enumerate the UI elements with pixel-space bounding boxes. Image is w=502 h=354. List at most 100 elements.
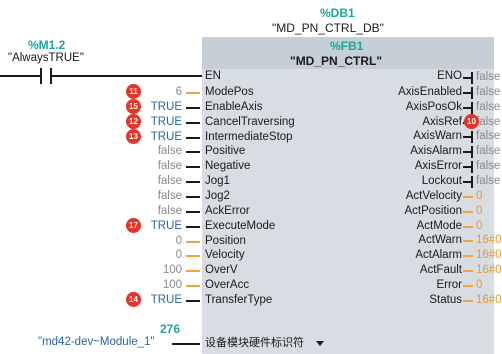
hw-id-tag[interactable]: "md42-dev~Module_1"	[38, 336, 155, 348]
step-badge: 15	[126, 99, 141, 114]
function-block[interactable]	[202, 37, 494, 354]
output-coil-tick	[471, 87, 473, 99]
input-value[interactable]: 100	[162, 279, 182, 291]
function-block-header	[202, 37, 494, 69]
input-pin-label: IntermediateStop	[205, 131, 293, 143]
en-rung-wire-right	[52, 75, 202, 77]
input-value[interactable]: false	[157, 160, 182, 172]
input-value[interactable]: 0	[175, 235, 182, 247]
output-wire	[463, 211, 473, 213]
output-wire	[463, 151, 472, 153]
input-wire	[186, 107, 200, 109]
output-pin-label: ActAlarm	[415, 249, 462, 261]
output-pin-label: ActFault	[419, 264, 462, 276]
input-pin-label: AckError	[205, 205, 250, 217]
input-value[interactable]: 100	[162, 264, 182, 276]
input-pin-label: TransferType	[205, 294, 273, 306]
output-pin-label: AxisError	[414, 160, 462, 172]
hw-id-value[interactable]: 276	[160, 322, 181, 336]
input-value[interactable]: 6	[175, 86, 182, 98]
input-pin-label: Jog2	[205, 190, 230, 202]
en-rung-wire-left	[0, 75, 40, 77]
output-wire	[463, 300, 473, 302]
output-wire	[463, 166, 472, 168]
input-pin-label: Position	[205, 235, 246, 247]
input-wire	[186, 300, 200, 302]
output-pin-label: Error	[436, 279, 462, 291]
input-value[interactable]: false	[157, 190, 182, 202]
output-value[interactable]: false	[476, 160, 501, 172]
output-pin-label: ActWarn	[418, 234, 462, 246]
output-wire	[463, 255, 473, 257]
input-wire	[186, 241, 200, 243]
input-wire	[186, 285, 200, 287]
input-value[interactable]: TRUE	[150, 101, 182, 113]
output-value[interactable]: 0	[476, 205, 483, 217]
input-wire	[186, 92, 200, 94]
output-value[interactable]: 0	[476, 190, 483, 202]
output-value[interactable]: false	[476, 145, 501, 157]
output-value[interactable]: 0	[476, 279, 483, 291]
output-value[interactable]: false	[476, 71, 501, 83]
step-badge: 14	[126, 292, 141, 307]
output-wire	[463, 136, 472, 138]
input-wire	[186, 226, 200, 228]
input-pin-label: CancelTraversing	[205, 116, 295, 128]
output-pin-label: ActPosition	[404, 205, 462, 217]
output-value[interactable]: 16#0	[476, 249, 502, 261]
output-value[interactable]: false	[476, 101, 501, 113]
block-address: %FB1	[330, 39, 364, 53]
step-badge: 13	[126, 129, 141, 144]
output-pin-label: ActVelocity	[405, 190, 462, 202]
contact-address: %M1.2	[28, 38, 66, 52]
output-value[interactable]: false	[476, 116, 501, 128]
output-pin-label: ActMode	[416, 220, 462, 232]
output-value[interactable]: false	[476, 175, 501, 187]
input-wire	[186, 166, 200, 168]
output-wire	[463, 270, 473, 272]
eno-pin-label: ENO	[437, 70, 462, 82]
output-wire	[463, 240, 473, 242]
en-pin-label: EN	[205, 70, 221, 82]
input-wire	[186, 122, 200, 124]
output-wire	[463, 77, 472, 79]
dropdown-arrow-icon[interactable]	[316, 341, 324, 346]
output-wire	[463, 196, 473, 198]
input-wire	[186, 137, 200, 139]
input-value[interactable]: TRUE	[150, 131, 182, 143]
block-name[interactable]: "MD_PN_CTRL"	[290, 54, 383, 68]
output-value[interactable]: 16#0	[476, 264, 502, 276]
output-coil-tick	[471, 102, 473, 114]
output-wire	[463, 226, 473, 228]
output-coil-tick	[471, 146, 473, 158]
output-pin-label: AxisEnabled	[398, 86, 462, 98]
output-value[interactable]: false	[476, 130, 501, 142]
output-coil-tick	[471, 72, 473, 84]
input-wire	[186, 196, 200, 198]
input-value[interactable]: TRUE	[150, 116, 182, 128]
step-badge: 11	[126, 84, 141, 99]
step-badge: 17	[126, 218, 141, 233]
input-value[interactable]: false	[157, 145, 182, 157]
input-value[interactable]: 0	[175, 249, 182, 261]
input-pin-label: OverAcc	[205, 279, 250, 291]
contact-name[interactable]: "AlwaysTRUE"	[8, 52, 84, 64]
input-value[interactable]: false	[157, 175, 182, 187]
no-contact-symbol[interactable]	[40, 68, 52, 84]
output-value[interactable]: false	[476, 86, 501, 98]
input-value[interactable]: TRUE	[150, 220, 182, 232]
input-value[interactable]: TRUE	[150, 294, 182, 306]
output-pin-label: Lockout	[421, 175, 462, 187]
output-value[interactable]: 16#0	[476, 234, 502, 246]
output-coil-tick	[471, 131, 473, 143]
input-pin-label: ModePos	[205, 86, 254, 98]
output-value[interactable]: 16#0	[476, 294, 502, 306]
step-badge: 12	[126, 114, 141, 129]
output-pin-label: AxisWarn	[413, 130, 462, 142]
input-wire	[186, 211, 200, 213]
hw-id-wire	[172, 343, 200, 345]
input-value[interactable]: false	[157, 205, 182, 217]
output-value[interactable]: 0	[476, 220, 483, 232]
instance-db-name[interactable]: "MD_PN_CTRL_DB"	[272, 21, 384, 35]
output-wire	[463, 285, 473, 287]
